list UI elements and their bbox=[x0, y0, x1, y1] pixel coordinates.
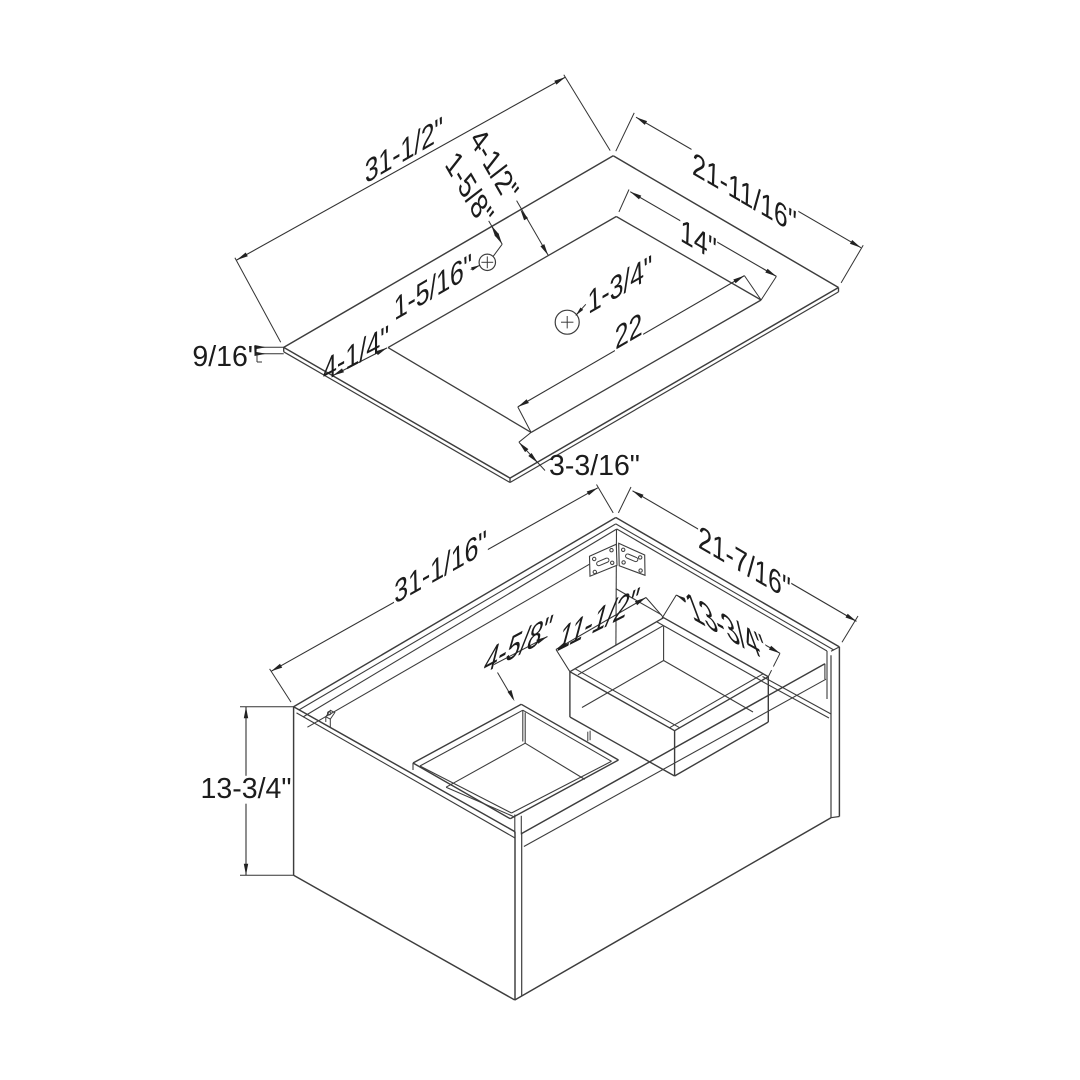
svg-text:9/16": 9/16" bbox=[192, 341, 258, 373]
svg-text:13-3/4": 13-3/4" bbox=[201, 773, 292, 805]
svg-text:3-3/16": 3-3/16" bbox=[549, 450, 640, 482]
